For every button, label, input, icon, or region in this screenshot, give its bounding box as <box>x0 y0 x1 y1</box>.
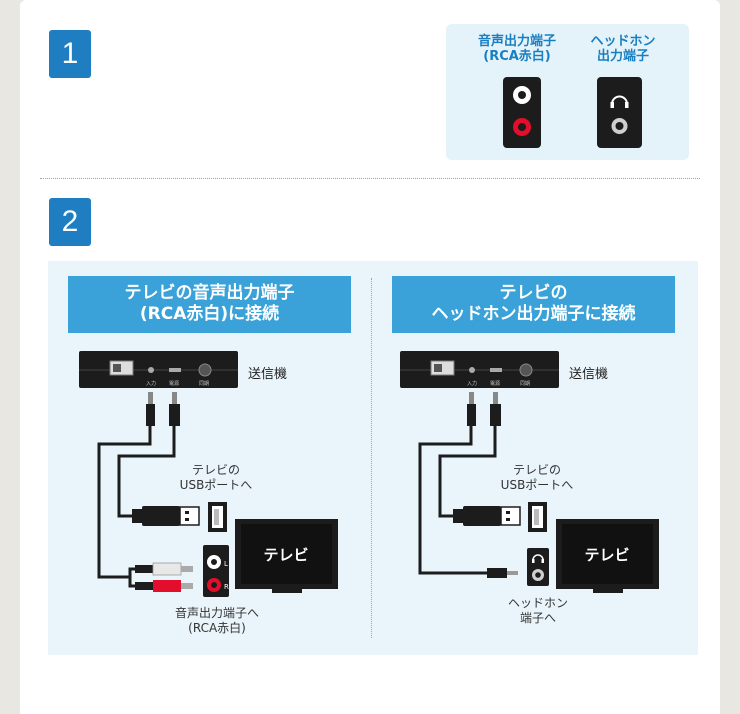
left-transmitter-icon: 入力 電源 同期 <box>79 351 238 388</box>
device-input-label: 入力 <box>146 380 156 387</box>
left-rca-jack-icon: L R <box>203 545 229 597</box>
section-divider <box>40 178 700 179</box>
right-usb-port-icon <box>528 502 547 532</box>
rca-port-label: 音声出力端子 (RCA赤白) <box>477 34 556 64</box>
left-usb-label: テレビの USBポートへ <box>179 463 253 492</box>
left-tv-label: テレビ <box>263 546 308 564</box>
right-headphone-plug-icon <box>487 568 518 578</box>
left-usb-port-icon <box>208 502 227 532</box>
right-header: テレビの ヘッドホン出力端子に接続 <box>392 276 675 333</box>
port-legend-panel <box>446 24 689 160</box>
right-usb-plug-icon <box>453 506 521 526</box>
device-pair-label: 同期 <box>520 381 530 387</box>
device-input-label: 入力 <box>467 380 477 387</box>
right-usb-label: テレビの USBポートへ <box>500 463 574 492</box>
rca-r-mark: R <box>224 583 229 591</box>
device-pair-label: 同期 <box>199 381 209 387</box>
rca-jack-icon <box>503 77 541 148</box>
panel-separator <box>371 278 372 638</box>
left-usb-plug-icon <box>132 506 200 526</box>
step-2-badge: 2 <box>49 198 91 246</box>
left-transmitter-label: 送信機 <box>248 367 288 382</box>
step-1-badge: 1 <box>49 30 91 78</box>
headphone-port-label: ヘッドホン 出力端子 <box>590 34 656 64</box>
right-transmitter-label: 送信機 <box>569 367 609 382</box>
left-header: テレビの音声出力端子 (RCA赤白)に接続 <box>68 276 351 333</box>
left-rca-white-plug-icon <box>135 562 193 576</box>
right-headphone-jack-icon <box>527 548 549 586</box>
device-power-label: 電源 <box>169 380 179 387</box>
left-audio-label: 音声出力端子へ (RCA赤白) <box>174 606 259 635</box>
right-headphone-label: ヘッドホン 端子へ <box>507 596 568 625</box>
left-tv-icon: テレビ <box>235 519 338 593</box>
left-rca-red-plug-icon <box>135 580 193 592</box>
right-tv-icon: テレビ <box>556 519 659 593</box>
right-tv-label: テレビ <box>584 546 629 564</box>
rca-l-mark: L <box>224 560 228 568</box>
right-transmitter-icon: 入力 電源 同期 <box>400 351 559 388</box>
headphone-jack-icon <box>597 77 642 148</box>
device-power-label: 電源 <box>490 380 500 387</box>
